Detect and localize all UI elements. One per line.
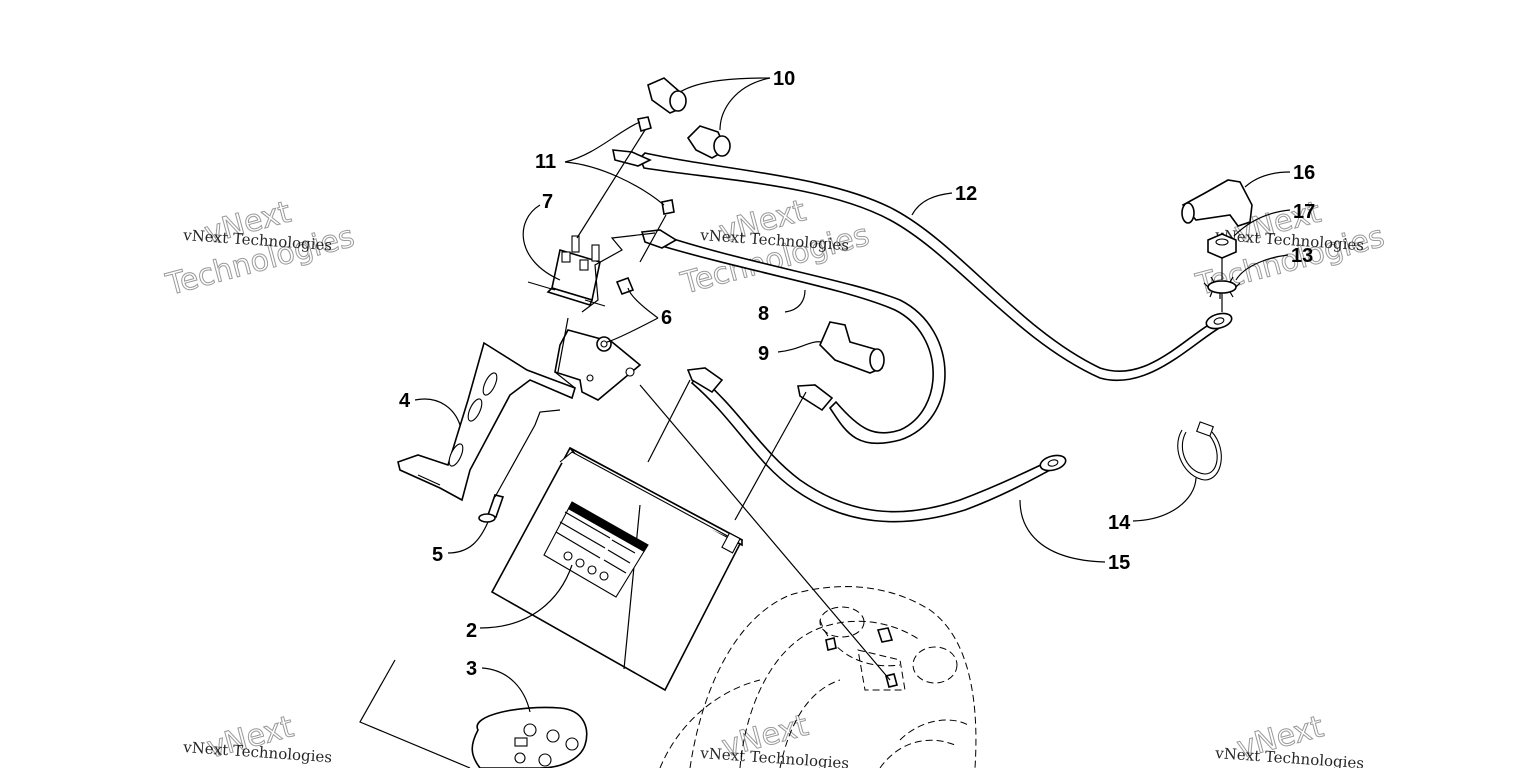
solenoid-mount-plate bbox=[554, 329, 642, 401]
callout-labels: 10 11 12 7 6 8 9 4 5 2 3 16 17 13 14 15 bbox=[399, 68, 1315, 680]
terminal-boot-16 bbox=[1181, 179, 1253, 227]
callout-11: 11 bbox=[535, 151, 556, 173]
callout-15: 15 bbox=[1108, 552, 1130, 574]
battery bbox=[490, 446, 744, 692]
terminal-boot-9 bbox=[819, 321, 885, 374]
terminal-boot-10a bbox=[647, 77, 687, 114]
callout-16: 16 bbox=[1293, 162, 1315, 184]
callout-13: 13 bbox=[1291, 245, 1313, 267]
callout-14: 14 bbox=[1108, 512, 1131, 534]
assembly-lines bbox=[359, 129, 1223, 768]
ground-bolt bbox=[825, 627, 898, 688]
nut-6a bbox=[615, 276, 635, 296]
solenoid bbox=[527, 235, 606, 307]
callout-3: 3 bbox=[466, 658, 477, 680]
nut-6b bbox=[596, 336, 612, 352]
callout-5: 5 bbox=[432, 544, 443, 566]
callout-2: 2 bbox=[466, 620, 477, 642]
callout-9: 9 bbox=[758, 343, 769, 365]
callout-8: 8 bbox=[758, 303, 769, 325]
nut-17 bbox=[1207, 233, 1237, 259]
hardware-kit-3 bbox=[471, 706, 588, 768]
terminal-boot-10b bbox=[686, 125, 731, 159]
leader-lines bbox=[414, 77, 1291, 713]
cable-15 bbox=[686, 367, 1067, 523]
callout-17: 17 bbox=[1293, 201, 1315, 223]
frame-outline bbox=[659, 586, 977, 768]
callout-12: 12 bbox=[955, 183, 977, 205]
cable-12 bbox=[612, 149, 1233, 381]
mounting-bracket bbox=[397, 341, 576, 502]
nut-11a bbox=[637, 116, 652, 133]
hose-clamp-14 bbox=[1177, 421, 1222, 481]
callout-6: 6 bbox=[661, 307, 672, 329]
callout-7: 7 bbox=[542, 191, 553, 213]
nut-11b bbox=[661, 199, 675, 215]
lock-washer-13 bbox=[1203, 276, 1241, 299]
callout-10: 10 bbox=[773, 68, 795, 90]
cable-8 bbox=[640, 229, 946, 445]
screw-5 bbox=[478, 494, 505, 523]
callout-4: 4 bbox=[399, 390, 411, 412]
watermark-text-bottom-left: vNext Technologies bbox=[182, 738, 333, 766]
